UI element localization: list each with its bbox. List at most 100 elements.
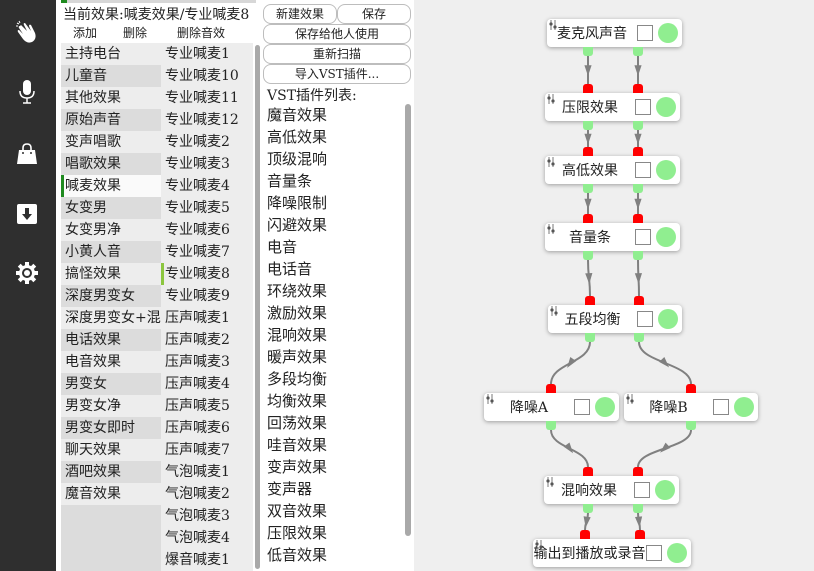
node-enable-toggle[interactable]: [656, 227, 676, 247]
input-port[interactable]: [633, 214, 643, 223]
category-item[interactable]: 男变女: [61, 373, 161, 395]
sliders-icon[interactable]: [547, 94, 651, 115]
category-item[interactable]: 变声唱歌: [61, 131, 161, 153]
input-port[interactable]: [635, 530, 645, 539]
preset-item[interactable]: 气泡喊麦3: [165, 508, 230, 524]
node-enable-toggle[interactable]: [656, 160, 676, 180]
category-item[interactable]: 唱歌效果: [61, 153, 161, 175]
input-port[interactable]: [634, 296, 644, 305]
category-item[interactable]: 其他效果: [61, 87, 161, 109]
preset-item[interactable]: 压声喊麦6: [165, 420, 230, 436]
effect-node-limiter[interactable]: 压限效果: [545, 93, 680, 121]
input-port[interactable]: [633, 467, 643, 476]
sliders-icon[interactable]: [486, 394, 590, 415]
output-port[interactable]: [585, 333, 595, 342]
category-item[interactable]: 男变女即时: [61, 417, 161, 439]
node-enable-toggle[interactable]: [658, 309, 678, 329]
category-item[interactable]: 男变女净: [61, 395, 161, 417]
vst-plugin-item[interactable]: 低音效果: [267, 546, 328, 564]
effect-node-eq5[interactable]: 五段均衡: [548, 305, 682, 333]
delete-button[interactable]: 删除: [123, 26, 148, 40]
output-port[interactable]: [583, 47, 593, 56]
vst-plugin-item[interactable]: 闪避效果: [267, 216, 328, 234]
input-port[interactable]: [585, 296, 595, 305]
preset-item[interactable]: 专业喊麦1: [165, 46, 230, 62]
vst-scrollbar[interactable]: [405, 104, 411, 536]
category-item[interactable]: 魔音效果: [61, 483, 161, 505]
vst-plugin-item[interactable]: 高低效果: [267, 128, 328, 146]
vst-plugin-item[interactable]: 哇音效果: [267, 436, 328, 454]
vst-plugin-item[interactable]: 顶级混响: [267, 150, 328, 168]
category-item[interactable]: 搞怪效果: [61, 263, 161, 285]
effects-icon[interactable]: [13, 18, 41, 46]
category-item[interactable]: 电话效果: [61, 329, 161, 351]
output-port[interactable]: [633, 121, 643, 130]
output-port[interactable]: [633, 251, 643, 260]
effect-node-hilo[interactable]: 高低效果: [545, 156, 680, 184]
preset-item[interactable]: 专业喊麦9: [165, 288, 230, 304]
category-item[interactable]: 原始声音: [61, 109, 161, 131]
preset-item[interactable]: 专业喊麦4: [165, 178, 230, 194]
effect-node-reverb[interactable]: 混响效果: [544, 476, 679, 504]
preset-item[interactable]: 气泡喊麦1: [165, 464, 230, 480]
vst-plugin-item[interactable]: 环绕效果: [267, 282, 328, 300]
vst-plugin-item[interactable]: 魔音效果: [267, 106, 328, 124]
category-item[interactable]: 深度男变女+混响: [61, 307, 161, 329]
effect-node-mic[interactable]: 麦克风声音: [547, 19, 682, 47]
input-port[interactable]: [583, 467, 593, 476]
vst-plugin-item[interactable]: 均衡效果: [267, 392, 328, 410]
output-port[interactable]: [546, 421, 556, 430]
microphone-icon[interactable]: [13, 78, 41, 106]
input-port[interactable]: [686, 384, 696, 393]
vst-plugin-item[interactable]: 降噪限制: [267, 194, 328, 212]
category-item[interactable]: 喊麦效果: [61, 175, 161, 197]
vst-plugin-item[interactable]: 多段均衡: [267, 370, 328, 388]
preset-item[interactable]: 专业喊麦2: [165, 134, 230, 150]
preset-item[interactable]: 专业喊麦8: [161, 263, 253, 285]
preset-item[interactable]: 压声喊麦3: [165, 354, 230, 370]
node-enable-toggle[interactable]: [658, 23, 678, 43]
output-port[interactable]: [633, 184, 643, 193]
category-item[interactable]: 深度男变女: [61, 285, 161, 307]
output-port[interactable]: [583, 121, 593, 130]
sliders-icon[interactable]: [535, 540, 662, 561]
add-button[interactable]: 添加: [73, 26, 98, 40]
sliders-icon[interactable]: [547, 157, 651, 178]
input-port[interactable]: [633, 147, 643, 156]
category-item[interactable]: 主持电台: [61, 43, 161, 65]
preset-item[interactable]: 专业喊麦10: [165, 68, 239, 84]
input-port[interactable]: [580, 530, 590, 539]
effect-node-nra[interactable]: 降噪A: [484, 393, 619, 421]
preset-item[interactable]: 压声喊麦2: [165, 332, 230, 348]
vst-plugin-item[interactable]: 回荡效果: [267, 414, 328, 432]
output-port[interactable]: [583, 251, 593, 260]
input-port[interactable]: [583, 147, 593, 156]
vst-plugin-item[interactable]: 激励效果: [267, 304, 328, 322]
vst-plugin-item[interactable]: 电音: [267, 238, 298, 256]
preset-item[interactable]: 压声喊麦4: [165, 376, 230, 392]
sliders-icon[interactable]: [550, 306, 653, 327]
node-enable-toggle[interactable]: [734, 397, 754, 417]
rescan-button[interactable]: 重新扫描: [263, 44, 411, 64]
save-for-others-button[interactable]: 保存给他人使用: [263, 24, 411, 44]
category-item[interactable]: 小黄人音: [61, 241, 161, 263]
input-port[interactable]: [583, 214, 593, 223]
category-item[interactable]: 女变男净: [61, 219, 161, 241]
preset-item[interactable]: 压声喊麦5: [165, 398, 230, 414]
category-item[interactable]: 儿童音: [61, 65, 161, 87]
vst-plugin-item[interactable]: 混响效果: [267, 326, 328, 344]
vst-plugin-item[interactable]: 音量条: [267, 172, 313, 190]
node-enable-toggle[interactable]: [595, 397, 615, 417]
category-item[interactable]: 聊天效果: [61, 439, 161, 461]
vst-plugin-item[interactable]: 双音效果: [267, 502, 328, 520]
preset-item[interactable]: 专业喊麦3: [165, 156, 230, 172]
vst-plugin-item[interactable]: 暖声效果: [267, 348, 328, 366]
output-port[interactable]: [634, 333, 644, 342]
preset-item[interactable]: 专业喊麦6: [165, 222, 230, 238]
scrollbar-thumb[interactable]: [255, 45, 260, 569]
output-port[interactable]: [633, 504, 643, 513]
sliders-icon[interactable]: [547, 224, 651, 245]
vst-plugin-item[interactable]: 变声效果: [267, 458, 328, 476]
